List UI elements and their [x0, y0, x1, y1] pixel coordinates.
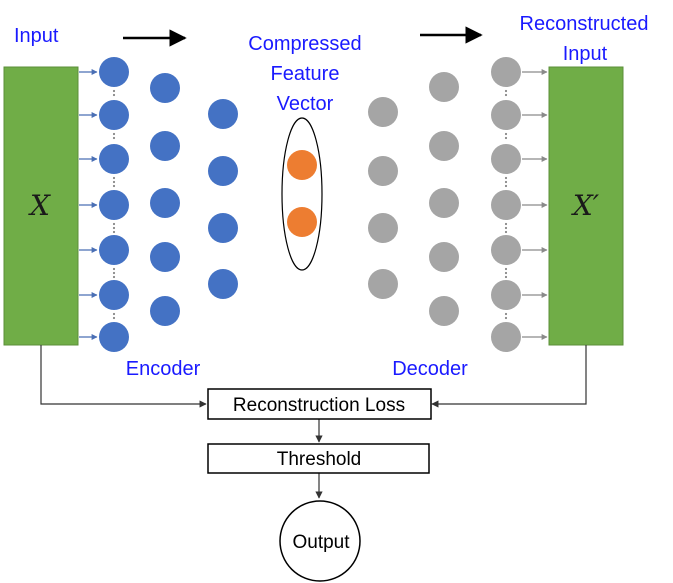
output-arrows [522, 69, 548, 340]
reconstructed-label-line1: Reconstructed [520, 13, 649, 35]
encoder-input-node [99, 322, 129, 352]
decoder-output-node [491, 190, 521, 220]
separator-dot [504, 89, 508, 93]
separator-dot [112, 184, 116, 188]
node-separator-dots [112, 89, 508, 320]
latent-node [287, 150, 317, 180]
decoder-output-node [491, 322, 521, 352]
reconstruction-loss-box [207, 388, 432, 420]
decoder-output-node [491, 57, 521, 87]
separator-dot [504, 275, 508, 279]
decoder-output-node [491, 280, 521, 310]
separator-dot [112, 226, 116, 230]
input-block [3, 66, 79, 346]
separator-dot [112, 312, 116, 316]
separator-dot [504, 312, 508, 316]
separator-dot [504, 136, 508, 140]
input-symbol: X [28, 189, 51, 222]
input-to-loss-line [40, 345, 207, 408]
decoder-hidden-node [429, 131, 459, 161]
latent-ellipse [281, 117, 323, 271]
output-block [548, 66, 624, 346]
separator-dot [112, 180, 116, 184]
encoder-hidden-node [208, 213, 238, 243]
separator-dot [504, 93, 508, 97]
separator-dot [504, 271, 508, 275]
separator-dot [112, 132, 116, 136]
encoder-hidden-node [150, 188, 180, 218]
decoder-hidden-node [429, 242, 459, 272]
decoder-hidden-node [429, 296, 459, 326]
decoder-output-node [491, 100, 521, 130]
output-to-loss-line [431, 345, 587, 408]
encoder-label: Encoder [126, 358, 201, 380]
separator-dot [112, 89, 116, 93]
encoder-hidden-node [208, 156, 238, 186]
separator-dot [112, 267, 116, 271]
network-nodes [99, 57, 521, 352]
separator-dot [504, 184, 508, 188]
decoder-hidden-node [368, 97, 398, 127]
threshold-box [207, 443, 430, 474]
separator-dot [504, 316, 508, 320]
input-arrows [79, 69, 98, 340]
encoder-input-node [99, 235, 129, 265]
encoder-input-node [99, 57, 129, 87]
reconstruction-loss-label: Reconstruction Loss [233, 395, 405, 416]
separator-dot [112, 316, 116, 320]
separator-dot [112, 93, 116, 97]
decoder-hidden-node [429, 72, 459, 102]
separator-dot [112, 176, 116, 180]
separator-dot [112, 136, 116, 140]
separator-dot [504, 132, 508, 136]
separator-dot [112, 271, 116, 275]
encoder-hidden-node [208, 99, 238, 129]
separator-dot [504, 267, 508, 271]
encoder-input-node [99, 190, 129, 220]
separator-dot [504, 176, 508, 180]
threshold-label: Threshold [277, 449, 362, 470]
separator-dot [504, 180, 508, 184]
separator-dot [504, 226, 508, 230]
output-circle [279, 500, 361, 582]
separator-dot [112, 230, 116, 234]
input-label: Input [14, 25, 59, 47]
compressed-label-line2: Feature [271, 63, 340, 85]
encoder-input-node [99, 280, 129, 310]
output-label: Output [292, 532, 350, 553]
latent-node [287, 207, 317, 237]
reconstructed-symbol: X′ [571, 189, 600, 222]
compressed-label-line3: Vector [277, 93, 334, 115]
compressed-label-line1: Compressed [248, 33, 361, 55]
decoder-label: Decoder [392, 358, 468, 380]
decoder-hidden-node [368, 213, 398, 243]
separator-dot [504, 230, 508, 234]
decoder-output-node [491, 144, 521, 174]
encoder-hidden-node [208, 269, 238, 299]
encoder-hidden-node [150, 296, 180, 326]
encoder-hidden-node [150, 242, 180, 272]
decoder-hidden-node [368, 269, 398, 299]
encoder-hidden-node [150, 131, 180, 161]
encoder-input-node [99, 100, 129, 130]
separator-dot [504, 222, 508, 226]
encoder-input-node [99, 144, 129, 174]
decoder-hidden-node [368, 156, 398, 186]
separator-dot [112, 222, 116, 226]
reconstructed-label-line2: Input [563, 43, 608, 65]
decoder-output-node [491, 235, 521, 265]
encoder-hidden-node [150, 73, 180, 103]
decoder-hidden-node [429, 188, 459, 218]
separator-dot [112, 275, 116, 279]
